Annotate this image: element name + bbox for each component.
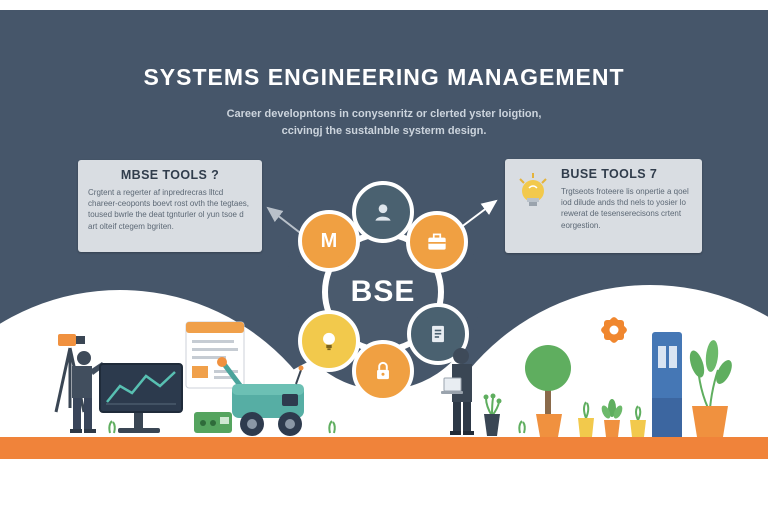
satellite-lock	[352, 340, 414, 402]
briefcase-icon	[428, 233, 446, 250]
lock-icon	[377, 361, 389, 380]
monitor-graph	[99, 363, 183, 433]
control-console	[194, 412, 232, 433]
robot-rover	[217, 357, 304, 436]
round-tree	[525, 345, 571, 437]
page-subtitle: Career developntons in conysenritz or cl…	[0, 106, 768, 140]
subtitle-line-2: ccivingj the sustalnble systerm design.	[281, 125, 487, 138]
gear-icon	[601, 317, 627, 343]
buse-tools-title: BUSE TOOLS 7	[561, 167, 658, 181]
buse-tools-card: BUSE TOOLS 7 Trgtseots froteere lis onpe…	[505, 159, 702, 253]
satellite-profile	[352, 181, 414, 243]
subtitle-line-1: Career developntons in conysenritz or cl…	[226, 108, 542, 120]
bse-hub-label: BSE	[350, 275, 416, 308]
profile-icon	[375, 204, 391, 221]
buse-tools-text: BUSE TOOLS 7 Trgtseots froteere lis onpe…	[561, 167, 694, 231]
mbse-tools-title: MBSE TOOLS ?	[120, 168, 220, 182]
m-letter-icon: M	[320, 229, 338, 252]
leafy-plant	[689, 340, 732, 437]
bulb-icon	[323, 332, 335, 351]
potted-plant-row	[578, 399, 646, 437]
satellite-briefcase	[406, 211, 468, 273]
bottom-margin	[0, 459, 768, 512]
illustration-scene	[54, 317, 732, 437]
person-engineer	[441, 348, 474, 435]
satellite-m: M	[298, 210, 360, 272]
vase-plant	[483, 393, 502, 436]
lightbulb-icon	[511, 167, 555, 217]
buse-tools-body: Trgtseots froteere lis onpertie a qoel i…	[561, 187, 689, 230]
document-icon	[432, 325, 444, 343]
mbse-tools-body: Crgtent a regerter af inpredrecras lltcd…	[88, 188, 249, 231]
accent-strip	[0, 437, 768, 459]
page-title: SYSTEMS ENGINEERING MANAGEMENT	[143, 64, 625, 90]
mbse-tools-card: MBSE TOOLS ? Crgtent a regerter af inpre…	[78, 160, 262, 252]
top-margin	[0, 0, 768, 10]
satellite-lightbulb	[298, 310, 360, 372]
building-tower	[652, 332, 682, 437]
grass-tufts	[108, 420, 526, 434]
